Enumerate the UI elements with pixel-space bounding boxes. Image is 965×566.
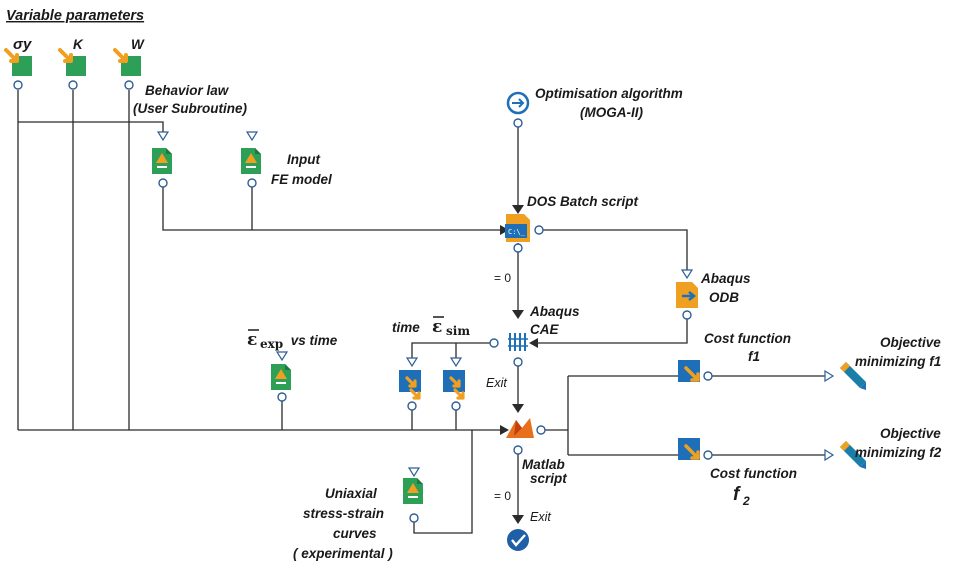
cost-function-f2-symbol: f 2 [733, 484, 750, 508]
dos-batch-script-icon[interactable]: C:\_ [505, 214, 530, 242]
input-label: Input [287, 152, 320, 167]
objective-f1-sublabel: minimizing f1 [855, 354, 941, 369]
objective-f1-label: Objective [880, 335, 941, 350]
uniaxial-sublabel-3: ( experimental ) [293, 546, 393, 561]
abaqus-odb-file-icon[interactable] [676, 282, 698, 308]
time-transfer-icon[interactable] [397, 368, 423, 400]
matlab-script-icon[interactable] [506, 418, 534, 438]
abaqus-odb-sublabel: ODB [709, 290, 739, 305]
eps-sim-symbol: ε [432, 317, 442, 337]
workflow-end-check-icon[interactable] [507, 529, 529, 551]
cost-function-f1-sublabel: f1 [748, 349, 760, 364]
param-w-icon[interactable] [113, 48, 143, 78]
optimisation-sublabel: (MOGA-II) [580, 105, 643, 120]
input-fe-model-file-icon[interactable] [241, 148, 261, 174]
dos-batch-label: DOS Batch script [527, 194, 639, 209]
eps-sim-transfer-icon[interactable] [441, 368, 467, 400]
exit-label-top: Exit [486, 376, 507, 390]
abaqus-cae-icon[interactable] [508, 331, 528, 353]
eps-exp-subscript: exp [260, 337, 283, 351]
ports [13, 80, 713, 523]
cost-function-f1-label: Cost function [704, 331, 791, 346]
eps-sim-subscript: sim [446, 324, 470, 338]
optimisation-label: Optimisation algorithm [535, 86, 683, 101]
cost-function-f1-icon[interactable] [676, 358, 702, 384]
eq-zero-bottom-label: = 0 [494, 489, 511, 503]
uniaxial-curves-file-icon[interactable] [403, 478, 423, 504]
uniaxial-label: Uniaxial [325, 486, 377, 501]
behavior-law-file-icon[interactable] [152, 148, 172, 174]
objective-f2-label: Objective [880, 426, 941, 441]
exit-label-bottom: Exit [530, 510, 551, 524]
cost-function-f2-label: Cost function [710, 466, 797, 481]
cost-f2-f: f [733, 484, 741, 505]
param-k-label: K [73, 37, 84, 52]
matlab-sublabel: script [530, 471, 567, 486]
behavior-law-label: Behavior law [145, 83, 230, 98]
eps-exp-label: ε exp vs time [247, 329, 338, 351]
abaqus-cae-label: Abaqus [529, 304, 580, 319]
svg-text:C:\_: C:\_ [508, 228, 526, 236]
cost-f2-sub: 2 [742, 494, 750, 508]
abaqus-odb-label: Abaqus [700, 271, 751, 286]
input-fe-model-label: FE model [271, 172, 332, 187]
param-sigma-label: σy [13, 36, 32, 53]
behavior-law-sublabel: (User Subroutine) [133, 101, 248, 116]
eps-exp-file-icon[interactable] [271, 364, 291, 390]
optimisation-scheduler-icon[interactable] [506, 91, 530, 115]
param-k-icon[interactable] [58, 48, 88, 78]
matlab-label: Matlab [522, 457, 565, 472]
time-label: time [392, 320, 420, 335]
objective-f2-sublabel: minimizing f2 [855, 445, 942, 460]
input-triangles [156, 131, 835, 478]
eps-exp-tail: vs time [287, 333, 338, 348]
cost-function-f2-icon[interactable] [676, 436, 702, 462]
uniaxial-sublabel-1: stress-strain [303, 506, 384, 521]
eq-zero-top-label: = 0 [494, 271, 511, 285]
eps-exp-symbol: ε [247, 330, 257, 350]
param-w-label: W [131, 37, 145, 52]
param-sigma-icon[interactable] [4, 48, 34, 78]
diagram-title: Variable parameters [6, 8, 144, 24]
connection-wires [17, 90, 830, 534]
abaqus-cae-sublabel: CAE [530, 322, 559, 337]
uniaxial-sublabel-2: curves [333, 526, 377, 541]
eps-sim-label: ε sim [432, 316, 470, 338]
